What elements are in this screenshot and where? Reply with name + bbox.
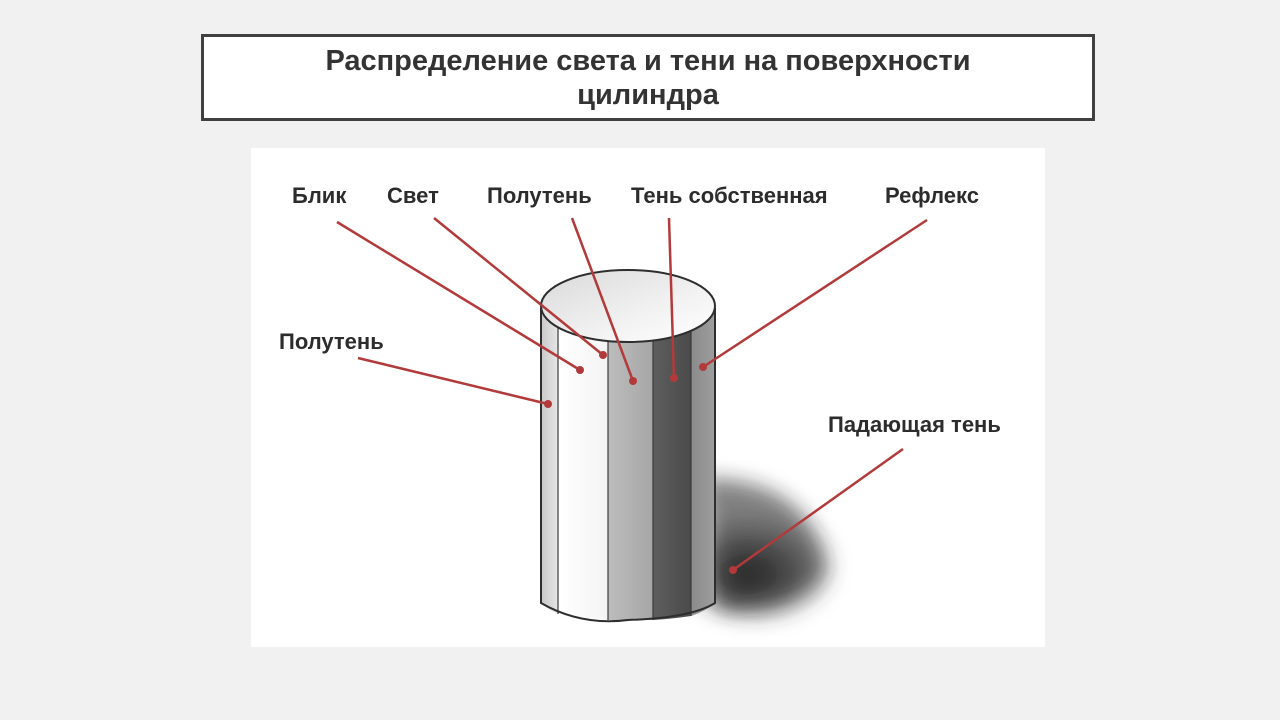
leader-dot-light — [599, 351, 607, 359]
leader-cast-shadow — [732, 447, 904, 572]
label-highlight: Блик — [292, 183, 347, 208]
band-reflex — [691, 310, 715, 616]
cylinder-body — [540, 308, 716, 623]
leader-reflex — [702, 218, 928, 369]
label-halftone-left: Полутень — [279, 329, 384, 354]
leader-light — [433, 217, 604, 356]
labels: Блик Свет Полутень Тень собственная Рефл… — [279, 183, 1001, 437]
label-reflex: Рефлекс — [885, 183, 979, 208]
leader-halftone-left — [357, 356, 549, 406]
band-halftone — [608, 310, 653, 620]
leader-dot-reflex — [699, 363, 707, 371]
cylinder-diagram: Блик Свет Полутень Тень собственная Рефл… — [251, 148, 1045, 647]
leader-highlight — [336, 220, 581, 372]
band-highlight — [558, 310, 608, 620]
label-halftone-top: Полутень — [487, 183, 592, 208]
leader-halftone-top — [570, 217, 635, 382]
leader-dot-highlight — [576, 366, 584, 374]
leader-lines — [336, 217, 928, 574]
slide-title: Распределение света и тени на поверхност… — [325, 44, 971, 111]
label-core-shadow: Тень собственная — [631, 183, 828, 208]
label-cast-shadow: Падающая тень — [828, 412, 1001, 437]
band-halftone-left — [541, 310, 558, 614]
band-core-shadow — [653, 310, 691, 620]
leader-dot-halftone-left — [544, 400, 552, 408]
cylinder-top — [540, 269, 716, 343]
leader-dot-core-shadow — [670, 374, 678, 382]
title-box: Распределение света и тени на поверхност… — [201, 34, 1095, 121]
cylinder-illustration: Блик Свет Полутень Тень собственная Рефл… — [279, 183, 1001, 623]
label-light: Свет — [387, 183, 439, 208]
leader-dot-cast-shadow — [729, 566, 737, 574]
leader-dot-halftone-top — [629, 377, 637, 385]
leader-core-shadow — [667, 217, 676, 379]
